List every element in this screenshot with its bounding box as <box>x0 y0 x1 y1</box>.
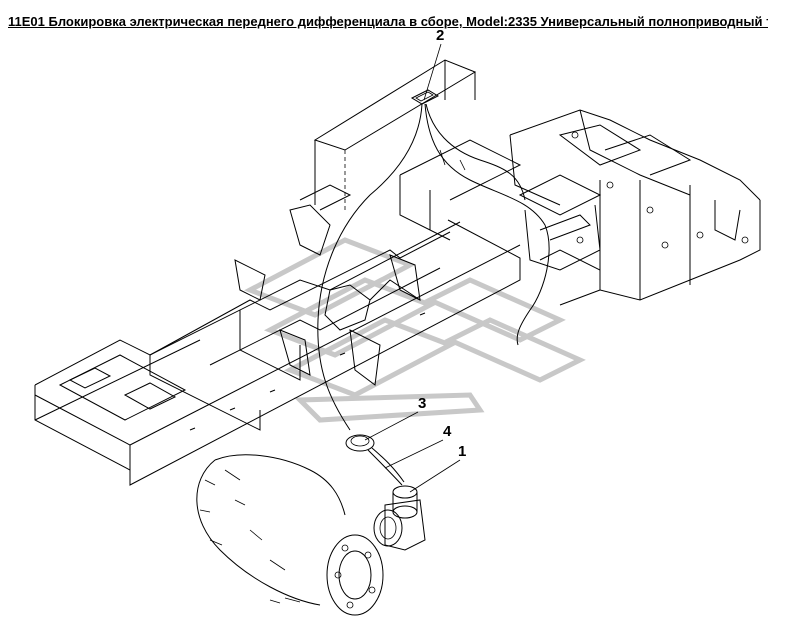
diagram-title: 11E01 Блокировка электрическая переднего… <box>8 14 768 29</box>
differential-housing <box>196 454 346 606</box>
svg-text:4: 4 <box>443 423 452 440</box>
cab-outline <box>313 59 477 210</box>
svg-text:1: 1 <box>458 443 466 460</box>
callout-4: 4 <box>384 423 452 469</box>
callout-3: 3 <box>364 395 426 441</box>
actuator-assembly <box>326 434 426 616</box>
callout-1: 1 <box>409 443 466 493</box>
svg-text:2: 2 <box>436 27 444 44</box>
svg-text:3: 3 <box>418 395 426 412</box>
watermark-logo <box>243 237 586 423</box>
wiring-harness <box>317 103 550 431</box>
callout-2: 2 <box>423 27 444 101</box>
rear-frame-structure <box>509 109 761 306</box>
chassis-frame <box>34 139 522 486</box>
